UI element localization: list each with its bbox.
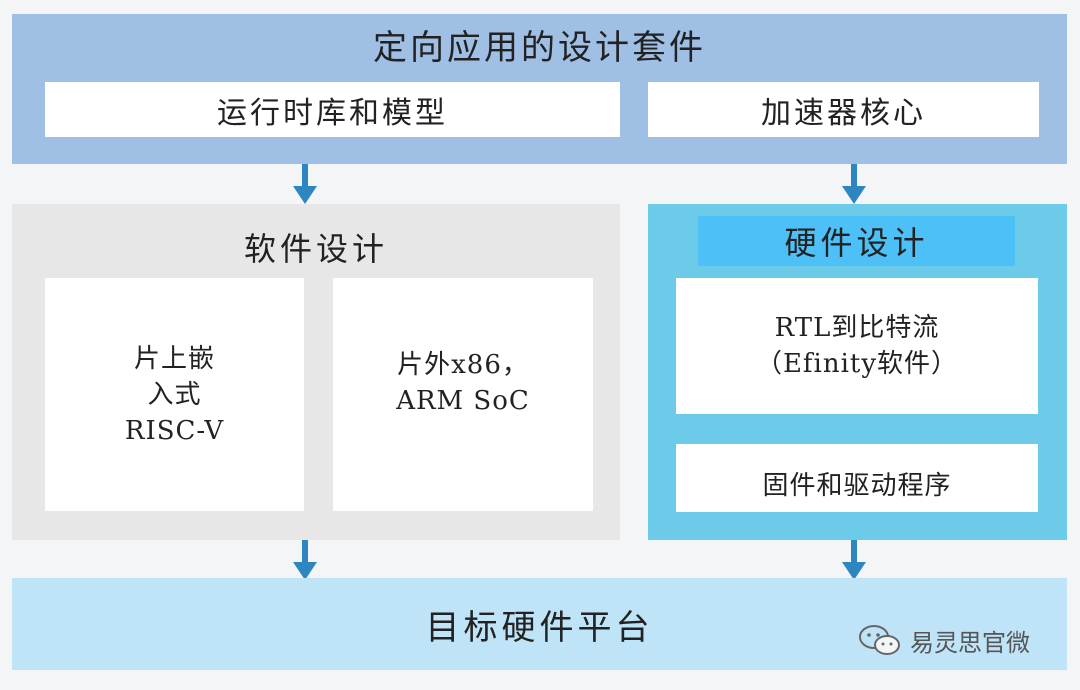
hardware-design-title: 硬件设计 [698,216,1015,266]
arrow-down-icon [293,164,317,206]
wechat-icon [858,623,902,657]
onchip-riscv-line: RISC-V [124,415,225,446]
target-hardware-platform: 目标硬件平台 [12,578,1067,670]
rtl-bitstream-line: （Efinity软件） [755,349,959,379]
offchip-soc-line: 片外x86， [397,349,529,380]
onchip-riscv-line: 入式 [147,379,202,410]
arrow-down-icon [842,540,866,582]
firmware-drivers-box: 固件和驱动程序 [676,444,1038,512]
watermark: 易灵思官微 [858,618,1058,662]
onchip-riscv-line: 片上嵌 [133,343,215,374]
rtl-bitstream-box: RTL到比特流 （Efinity软件） [676,278,1038,414]
arrow-down-icon [293,540,317,582]
accelerator-cores-box: 加速器核心 [648,82,1039,137]
offchip-soc-box: 片外x86， ARM SoC [333,278,593,511]
design-suite-title: 定向应用的设计套件 [373,27,706,68]
watermark-text: 易灵思官微 [910,628,1030,657]
rtl-bitstream-line: RTL到比特流 [774,313,940,343]
onchip-riscv-box: 片上嵌 入式 RISC-V [45,278,304,511]
software-design-title: 软件设计 [243,230,388,268]
arrow-down-icon [842,164,866,206]
offchip-soc-line: ARM SoC [396,385,530,416]
runtime-libraries-box: 运行时库和模型 [45,82,620,137]
